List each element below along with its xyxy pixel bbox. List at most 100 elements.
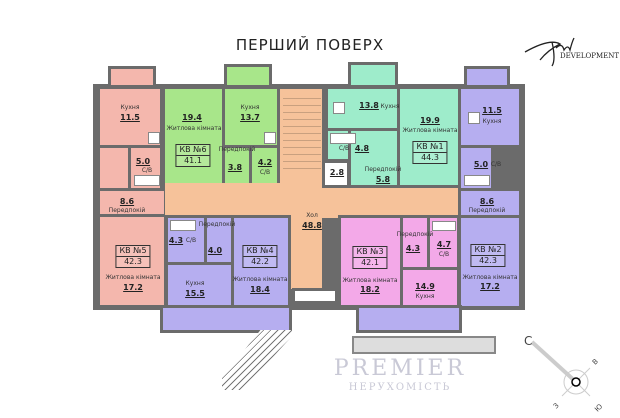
apt4-living bbox=[231, 215, 291, 308]
apartments-apt6-living-area: 19.4 bbox=[182, 113, 202, 122]
apartments-apt4-hall-area: 4.0 bbox=[207, 246, 223, 255]
apartments-apt3-living-label: Житлова кімната bbox=[342, 277, 398, 284]
apartments-apt3-name: КВ №3 bbox=[356, 247, 384, 256]
apartments-apt1-bath-area: 4.8 bbox=[354, 144, 370, 153]
apartments-apt5-kitchen-area: 11.5 bbox=[120, 113, 140, 122]
apartments-apt5-bath-label: С/В bbox=[141, 167, 153, 174]
apartments-apt6-kitchen-label: Кухня bbox=[240, 104, 260, 111]
exterior-stairs bbox=[222, 330, 292, 390]
apartments-apt1-hall-label: Передпокій bbox=[364, 166, 402, 173]
apartments-apt3-area: 42.1 bbox=[353, 257, 387, 268]
floor-title: ПЕРШИЙ ПОВЕРХ bbox=[235, 36, 385, 54]
apartments-apt2-living-area: 17.2 bbox=[480, 282, 500, 291]
apartments-apt6-bath-label: С/В bbox=[259, 169, 271, 176]
apartments-apt1-kitchen-area: 13.8 bbox=[359, 101, 379, 110]
compass-rose-icon bbox=[530, 340, 591, 397]
stove-icon bbox=[148, 132, 160, 144]
apt6-living bbox=[162, 86, 225, 186]
watermark-line2: НЕРУХОМІСТЬ bbox=[348, 382, 452, 393]
balcony-apt1 bbox=[348, 62, 398, 88]
apartments-apt4-living-area: 18.4 bbox=[250, 285, 270, 294]
apt3-hall bbox=[400, 215, 430, 270]
apartments-apt1-living-label: Житлова кімната bbox=[402, 127, 458, 134]
bathtub-icon bbox=[134, 175, 160, 186]
apartments-apt3-kitchen-area: 14.9 bbox=[415, 282, 435, 291]
apartments-apt3-bath-label: С/В bbox=[438, 251, 450, 258]
apartments-apt3-hall-area: 4.3 bbox=[405, 244, 421, 253]
stove-icon bbox=[264, 132, 276, 144]
apartments-apt6-name: КВ №6 bbox=[179, 145, 207, 154]
apartments-apt4-kitchen-area: 15.5 bbox=[185, 289, 205, 298]
apartments-apt5-kitchen-label: Кухня bbox=[120, 104, 140, 111]
apartments-apt2-hall-label: Передпокій bbox=[468, 207, 506, 214]
apartments-apt1-hall-area: 5.8 bbox=[375, 175, 391, 184]
compass: С В Ю З bbox=[510, 330, 620, 414]
apartments-apt6-bath-area: 4.2 bbox=[257, 158, 273, 167]
apartments-apt4-bath-label: С/В bbox=[185, 237, 197, 244]
apartments-apt6-kitchen-area: 13.7 bbox=[240, 113, 260, 122]
apartments-apt5-area: 42.3 bbox=[116, 256, 150, 267]
apartments-apt2-hall-area: 8.6 bbox=[479, 197, 495, 206]
apartments-apt4-hall-label: Передпокій bbox=[198, 221, 236, 228]
stairs bbox=[283, 92, 321, 172]
apartments-apt2-name: КВ №2 bbox=[474, 245, 502, 254]
apartments-apt6-hall-area: 3.8 bbox=[227, 163, 243, 172]
compass-north: С bbox=[524, 334, 533, 348]
apartments-apt4-area: 42.2 bbox=[243, 256, 277, 267]
ramp bbox=[352, 336, 496, 354]
common-hall-label: Хол bbox=[306, 212, 318, 219]
watermark-line1: PREMIER bbox=[333, 356, 467, 381]
apartments-apt4-kitchen-label: Кухня bbox=[185, 280, 205, 287]
common-hall-band bbox=[165, 183, 465, 218]
apartments-apt4-bath-area: 4.3 bbox=[168, 236, 184, 245]
apartments-apt1-living-area: 19.9 bbox=[420, 116, 440, 125]
apartments-apt6-living-label: Житлова кімната bbox=[166, 125, 222, 132]
apartments-apt2-area: 42.3 bbox=[471, 255, 505, 266]
apartments-apt1-name: КВ №1 bbox=[416, 142, 444, 151]
bathtub-icon bbox=[464, 175, 490, 186]
developer-logo: DEVELOPMENT bbox=[520, 30, 620, 70]
apartments-apt3-living-area: 18.2 bbox=[360, 285, 380, 294]
common-hall-area: 48.8 bbox=[302, 221, 322, 230]
apartments-apt3-hall-label: Передпокій bbox=[396, 231, 434, 238]
apartments-apt6-hall-label: Передпокій bbox=[218, 146, 256, 153]
balcony-apt5 bbox=[108, 66, 156, 88]
apartments-apt2-bath-area: 5.0 bbox=[473, 160, 489, 169]
apartments-apt2-living-label: Житлова кімната bbox=[462, 274, 518, 281]
balcony-apt3 bbox=[356, 305, 462, 333]
apartments-apt5-living-area: 17.2 bbox=[123, 283, 143, 292]
apartments-apt3-kitchen-label: Кухня bbox=[415, 293, 435, 300]
bathtub-icon bbox=[170, 220, 196, 231]
apartments-apt1-kitchen-label: Кухня bbox=[380, 103, 400, 110]
apartments-apt2-kitchen-area: 11.5 bbox=[482, 106, 502, 115]
apartments-apt5-bath-area: 5.0 bbox=[135, 157, 151, 166]
apt4-hall bbox=[204, 215, 234, 265]
apartments-apt1-area: 44.3 bbox=[413, 152, 447, 163]
apartments-apt5-hall-label: Передпокій bbox=[108, 207, 146, 214]
apt1-hall bbox=[348, 128, 400, 188]
apartments-apt6-area: 41.1 bbox=[176, 155, 210, 166]
apartments-apt5-hall-area: 8.6 bbox=[119, 197, 135, 206]
apt2-hall bbox=[458, 188, 522, 218]
stove-icon bbox=[333, 102, 345, 114]
bathtub-icon bbox=[432, 221, 456, 231]
stove-icon bbox=[468, 112, 480, 124]
watermark: PREMIER НЕРУХОМІСТЬ bbox=[300, 357, 500, 394]
common-storage-area: 2.8 bbox=[329, 168, 345, 177]
apartments-apt5-name: КВ №5 bbox=[119, 246, 147, 255]
balcony-apt6 bbox=[224, 64, 272, 88]
apartments-apt3-bath-area: 4.7 bbox=[436, 240, 452, 249]
entrance bbox=[292, 288, 338, 304]
apt2-living bbox=[458, 215, 522, 309]
apartments-apt2-kitchen-label: Кухня bbox=[482, 118, 502, 125]
apartments-apt1-bath-label: С/В bbox=[338, 145, 350, 152]
balcony-apt2 bbox=[464, 66, 510, 88]
apartments-apt4-living-label: Житлова кімната bbox=[232, 276, 288, 283]
